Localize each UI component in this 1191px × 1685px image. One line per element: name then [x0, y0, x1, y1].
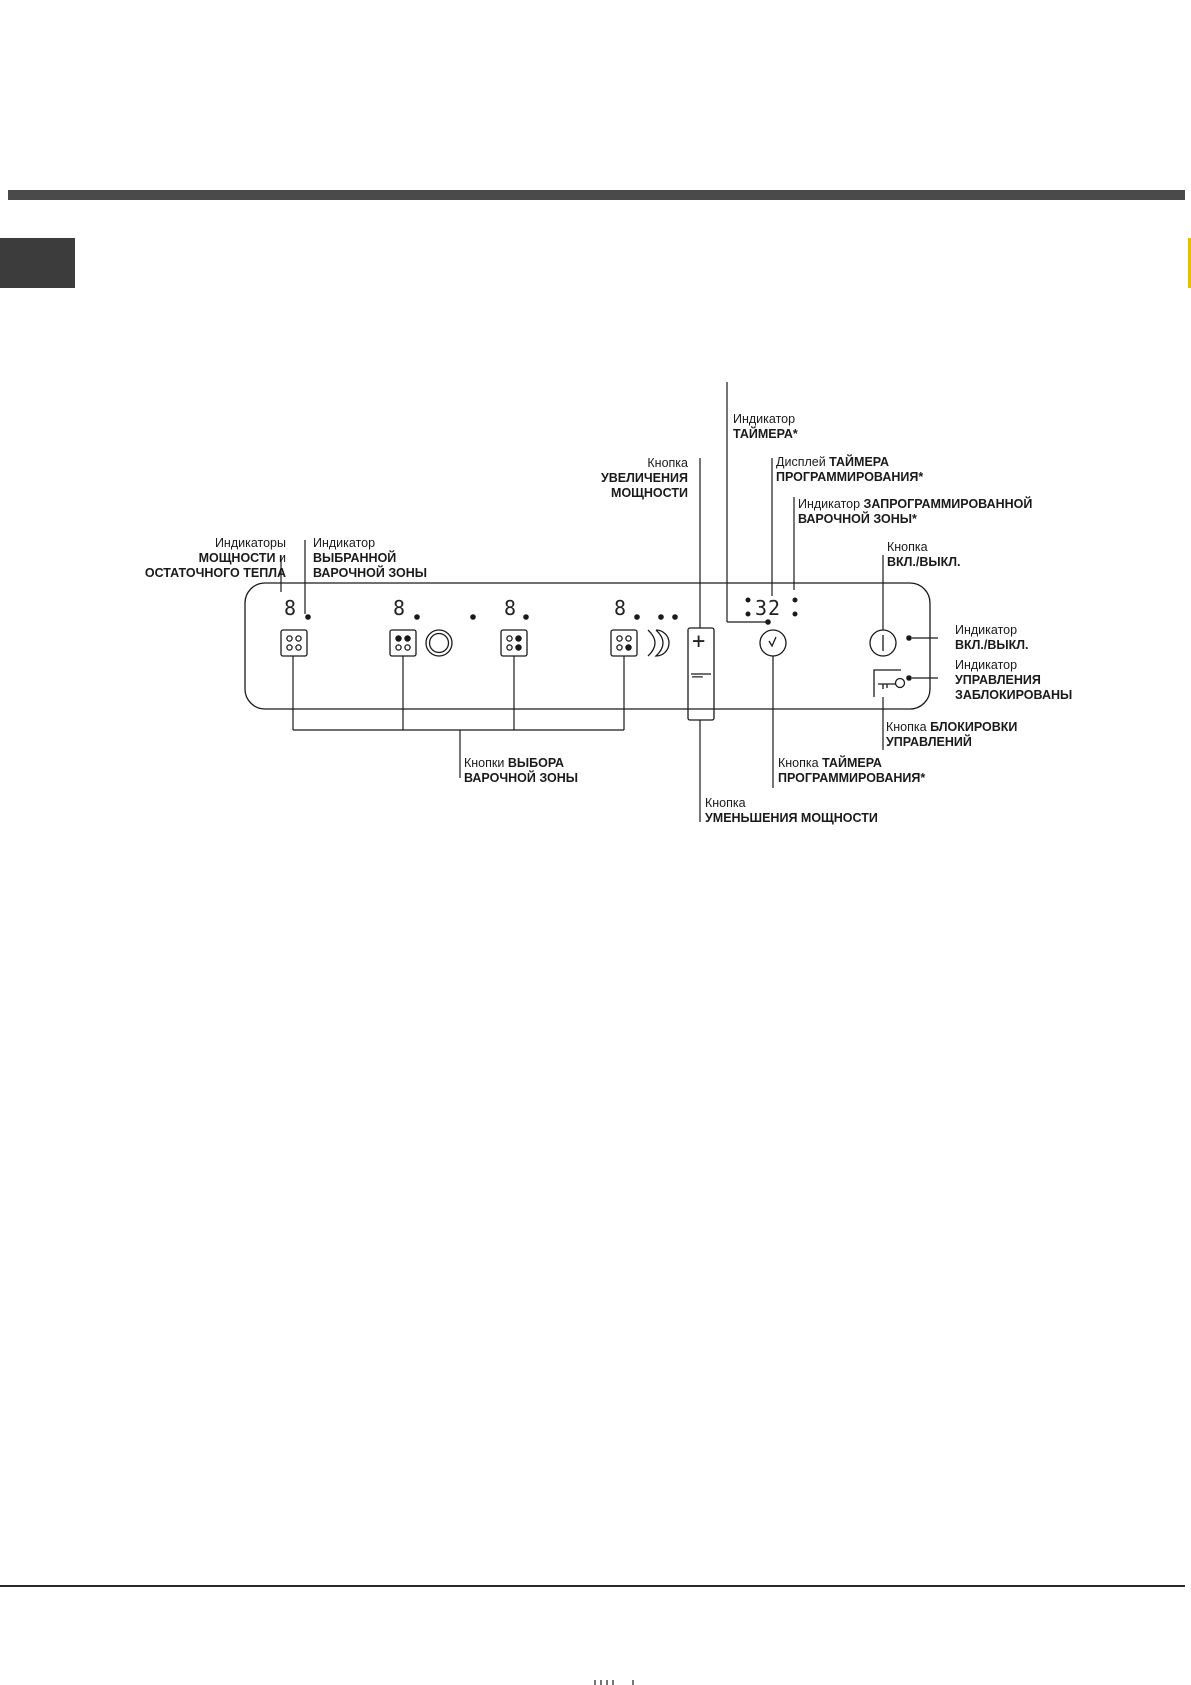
label-onoff-indicator: Индикатор ВКЛ./ВЫКЛ.	[955, 623, 1029, 652]
timer-check-icon	[768, 636, 777, 648]
label-selected-zone-indicator: Индикатор ВЫБРАННОЙ ВАРОЧНОЙ ЗОНЫ	[313, 536, 427, 580]
header-rule	[8, 190, 1185, 200]
zone-button-4[interactable]	[610, 629, 638, 657]
label-onoff-button: Кнопка ВКЛ./ВЫКЛ.	[887, 540, 961, 569]
extended-zone-icon[interactable]	[647, 629, 670, 657]
footer-rule	[0, 1585, 1185, 1587]
plus-symbol: +	[692, 629, 707, 654]
label-lock-button: Кнопка БЛОКИРОВКИ УПРАВЛЕНИЙ	[886, 720, 1018, 749]
zone-3-display: 8	[504, 596, 518, 620]
zone-button-2[interactable]	[389, 629, 417, 657]
indicator-dots	[305, 597, 912, 681]
minus-symbol: —	[692, 666, 704, 687]
zone-button-1[interactable]	[280, 629, 308, 657]
label-timer-button: Кнопка ТАЙМЕРА ПРОГРАММИРОВАНИЯ*	[778, 756, 926, 785]
lock-button[interactable]	[873, 669, 906, 697]
panel-outline	[244, 582, 931, 710]
power-slider[interactable]	[687, 627, 715, 721]
zone-4-display: 8	[614, 596, 628, 620]
label-increase-power: Кнопка УВЕЛИЧЕНИЯ МОЩНОСТИ	[600, 456, 688, 500]
label-programmed-zone-indicator: Индикатор ЗАПРОГРАММИРОВАННОЙ ВАРОЧНОЙ З…	[798, 497, 1033, 526]
label-timer-display: Дисплей ТАЙМЕРА ПРОГРАММИРОВАНИЯ*	[776, 455, 924, 484]
label-lock-indicator: Индикатор УПРАВЛЕНИЯ ЗАБЛОКИРОВАНЫ	[955, 658, 1073, 702]
zone-1-display: 8	[284, 596, 298, 620]
registration-mark	[592, 1680, 638, 1685]
leader-lines	[280, 382, 938, 822]
label-power-indicators: Индикаторы МОЩНОСТИ и ОСТАТОЧНОГО ТЕПЛА	[144, 536, 286, 580]
label-timer-indicator: Индикатор ТАЙМЕРА*	[733, 412, 798, 441]
zone-2-display: 8	[393, 596, 407, 620]
edge-marker	[1188, 238, 1191, 288]
label-zone-select-buttons: Кнопки ВЫБОРА ВАРОЧНОЙ ЗОНЫ	[464, 756, 578, 785]
timer-display: 32	[755, 596, 782, 620]
label-decrease-power: Кнопка УМЕНЬШЕНИЯ МОЩНОСТИ	[705, 796, 878, 825]
section-tab	[0, 238, 75, 288]
dual-zone-icon[interactable]	[425, 629, 453, 657]
zone-button-3[interactable]	[500, 629, 528, 657]
